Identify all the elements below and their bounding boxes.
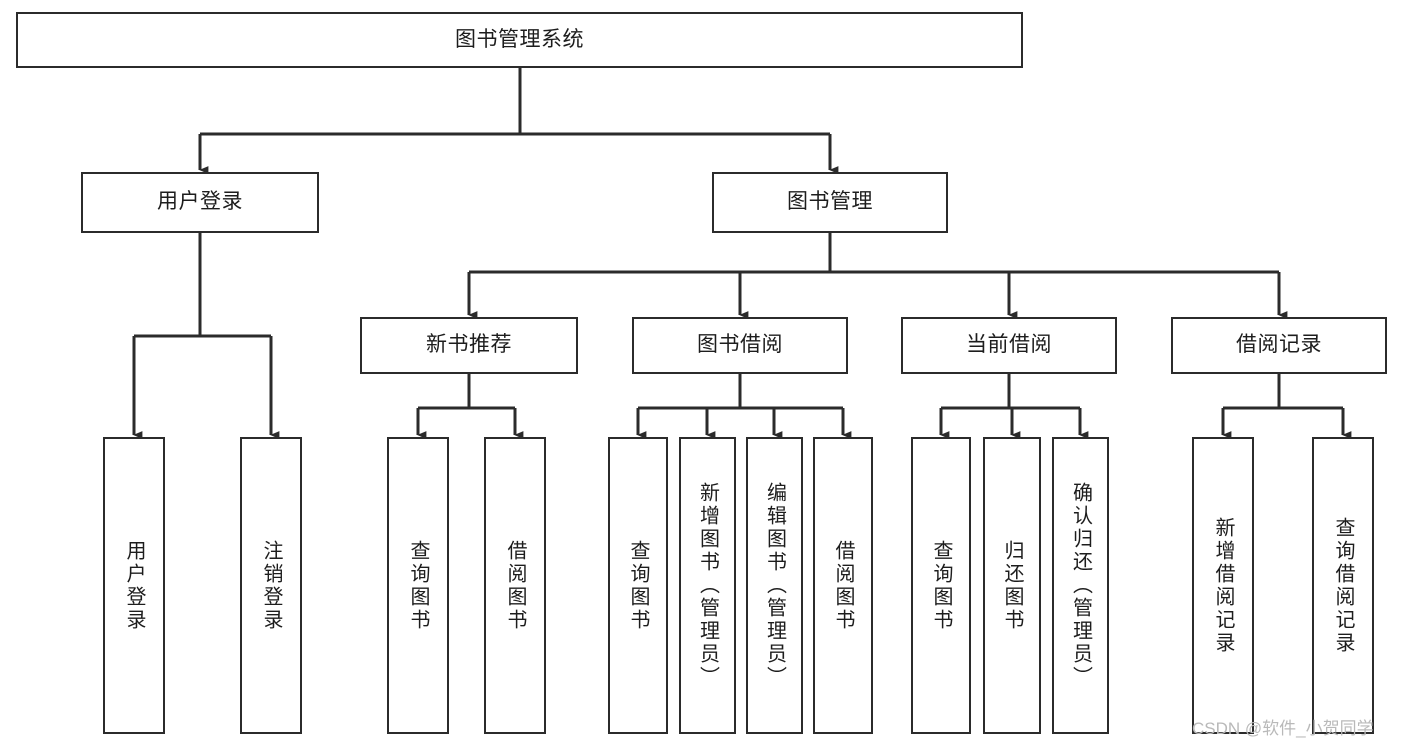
node-label: 用户登录 [157, 190, 243, 214]
node-label: 用户登录 [123, 539, 145, 632]
node-label: 查询图书 [627, 539, 649, 632]
node-current-borrow[interactable]: 当前借阅 [901, 317, 1117, 374]
node-label: 注销登录 [260, 539, 282, 632]
node-leaf-br-query[interactable]: 查询借阅记录 [1312, 437, 1374, 734]
node-label: 借阅图书 [832, 539, 854, 632]
node-leaf-bb-borrow[interactable]: 借阅图书 [813, 437, 873, 734]
node-leaf-cb-return[interactable]: 归还图书 [983, 437, 1041, 734]
node-new-book-rec[interactable]: 新书推荐 [360, 317, 578, 374]
node-label: 归还图书 [1001, 539, 1023, 632]
node-root[interactable]: 图书管理系统 [16, 12, 1023, 68]
node-leaf-bb-edit[interactable]: 编辑图书（管理员） [746, 437, 803, 734]
node-label: 新增借阅记录 [1212, 516, 1234, 655]
node-label: 查询图书 [407, 539, 429, 632]
node-label: 新书推荐 [426, 333, 512, 357]
node-label: 借阅图书 [504, 539, 526, 632]
node-label: 查询借阅记录 [1332, 516, 1354, 655]
connector-lines [132, 68, 1352, 439]
node-leaf-bb-query[interactable]: 查询图书 [608, 437, 668, 734]
node-leaf-cb-confirm[interactable]: 确认归还（管理员） [1052, 437, 1109, 734]
node-label: 查询图书 [930, 539, 952, 632]
node-label: 借阅记录 [1236, 333, 1322, 357]
node-label: 新增图书（管理员） [696, 482, 719, 689]
node-label: 图书管理 [787, 190, 873, 214]
node-book-manage[interactable]: 图书管理 [712, 172, 948, 233]
node-book-borrow[interactable]: 图书借阅 [632, 317, 848, 374]
node-leaf-bb-add[interactable]: 新增图书（管理员） [679, 437, 736, 734]
node-label: 编辑图书（管理员） [763, 482, 786, 689]
node-borrow-record[interactable]: 借阅记录 [1171, 317, 1387, 374]
node-label: 当前借阅 [966, 333, 1052, 357]
node-user-login[interactable]: 用户登录 [81, 172, 319, 233]
node-leaf-user-logout[interactable]: 注销登录 [240, 437, 302, 734]
node-label: 确认归还（管理员） [1069, 482, 1092, 689]
node-leaf-rec-query[interactable]: 查询图书 [387, 437, 449, 734]
node-label: 图书管理系统 [455, 27, 584, 51]
node-leaf-cb-query[interactable]: 查询图书 [911, 437, 971, 734]
node-label: 图书借阅 [697, 333, 783, 357]
node-leaf-user-login[interactable]: 用户登录 [103, 437, 165, 734]
node-leaf-br-add[interactable]: 新增借阅记录 [1192, 437, 1254, 734]
node-leaf-rec-borrow[interactable]: 借阅图书 [484, 437, 546, 734]
